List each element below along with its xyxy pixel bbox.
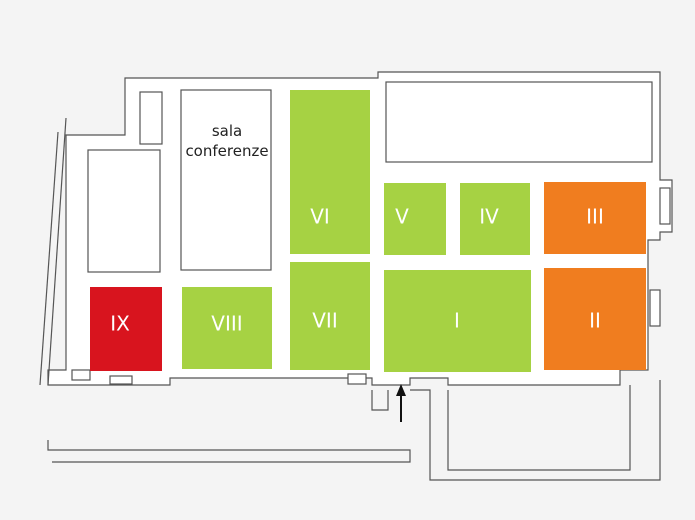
south-corridor: [47, 440, 411, 463]
wall-block: [649, 289, 661, 327]
room-label: III: [586, 205, 604, 229]
room-label: II: [589, 309, 601, 333]
room-iv[interactable]: [460, 183, 530, 255]
hall-conference: [180, 89, 272, 271]
west-diagonal-wall-inner: [39, 131, 59, 386]
room-label: VI: [310, 205, 330, 229]
west-diagonal-wall: [47, 117, 67, 386]
hall-west: [87, 149, 161, 273]
exhibition-rooms: [90, 90, 646, 372]
south-east-annex: [410, 380, 661, 481]
room-label: IX: [110, 312, 130, 336]
hall-north-east: [385, 81, 653, 163]
conference-label-line1: sala: [212, 122, 242, 140]
room-ii[interactable]: [544, 268, 646, 370]
room-v[interactable]: [384, 183, 446, 255]
room-labels: I II III IV V VI VII VIII IX: [110, 205, 604, 336]
wall-block: [347, 373, 367, 385]
room-vii[interactable]: [290, 262, 370, 370]
room-viii[interactable]: [182, 287, 272, 369]
room-label: IV: [479, 205, 499, 229]
stair-block: [139, 91, 163, 145]
room-ix[interactable]: [90, 287, 162, 371]
entrance-arrow-icon: [396, 384, 406, 422]
room-label: VIII: [211, 312, 242, 336]
wall-block: [659, 187, 671, 225]
room-vi[interactable]: [290, 90, 370, 254]
entrance-step: [371, 390, 389, 411]
room-label: VII: [312, 309, 337, 333]
conference-room-label: sala conferenze: [185, 122, 268, 160]
conference-label-line2: conferenze: [185, 142, 268, 160]
south-east-annex-inner: [447, 385, 631, 471]
wall-block: [109, 375, 133, 385]
wall-block: [71, 369, 91, 381]
room-iii[interactable]: [544, 182, 646, 254]
room-label: V: [395, 205, 409, 229]
room-i[interactable]: [384, 270, 531, 372]
room-label: I: [454, 309, 460, 333]
